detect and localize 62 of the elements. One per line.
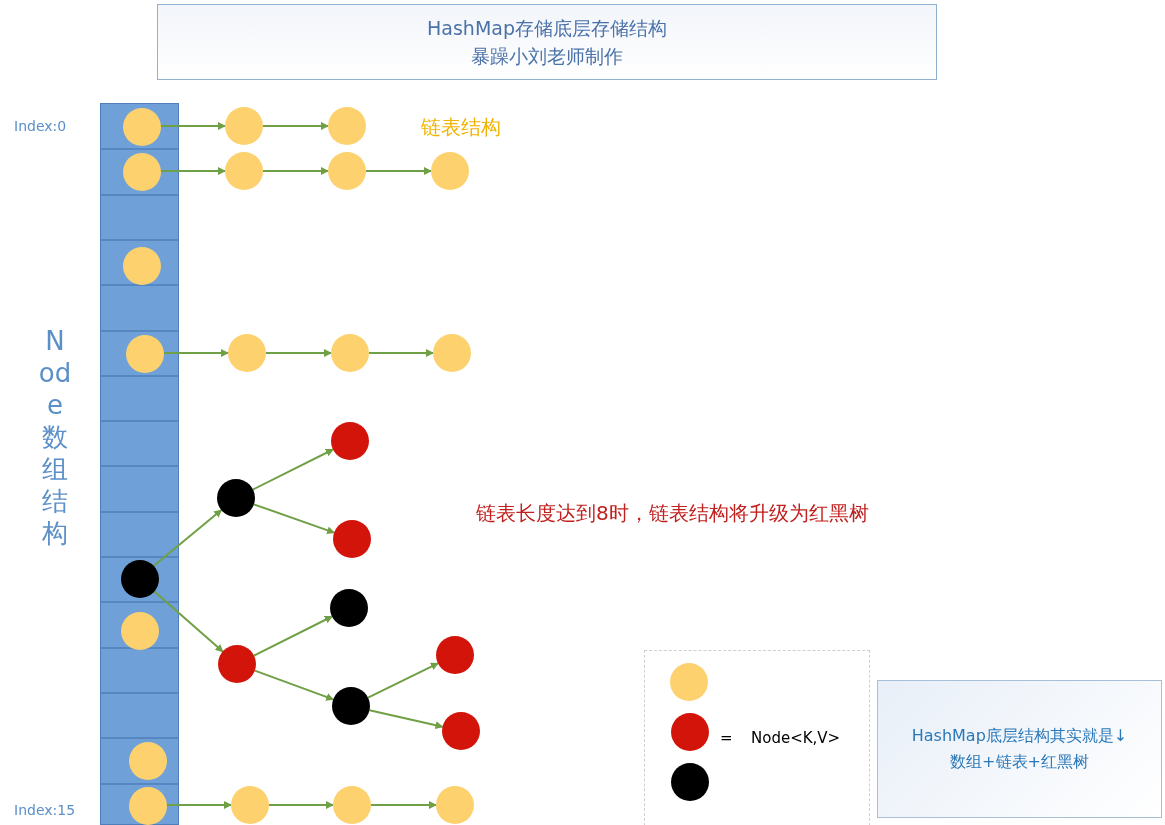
node-circle bbox=[328, 152, 366, 190]
index-label: Index:0 bbox=[14, 118, 67, 134]
section-label: 链表结构 bbox=[421, 114, 501, 141]
arrow bbox=[262, 167, 329, 175]
note-text: 链表长度达到8时，链表结构将升级为红黑树 bbox=[476, 500, 869, 527]
node-circle bbox=[123, 153, 161, 191]
arrow bbox=[152, 509, 223, 567]
node-circle bbox=[442, 712, 480, 750]
node-circle bbox=[433, 334, 471, 372]
arrow bbox=[252, 503, 336, 535]
node-circle bbox=[126, 335, 164, 373]
node-circle bbox=[123, 247, 161, 285]
arrow bbox=[368, 709, 444, 730]
node-circle bbox=[333, 520, 371, 558]
equals-sign: = bbox=[720, 729, 733, 747]
node-circle bbox=[218, 645, 256, 683]
arrow bbox=[253, 669, 335, 701]
node-circle bbox=[671, 763, 709, 801]
node-circle bbox=[431, 152, 469, 190]
arrow bbox=[165, 801, 232, 809]
node-circle bbox=[121, 612, 159, 650]
node-circle bbox=[671, 713, 709, 751]
node-circle bbox=[670, 663, 708, 701]
node-circle bbox=[121, 560, 159, 598]
array-label: Node数组结构 bbox=[38, 325, 72, 549]
arrow bbox=[152, 589, 224, 653]
arrow bbox=[365, 167, 432, 175]
node-circle bbox=[123, 108, 161, 146]
arrow bbox=[159, 122, 226, 130]
note-text: HashMap底层结构其实就是↓数组+链表+红黑树 bbox=[910, 725, 1129, 773]
arrow bbox=[268, 801, 334, 809]
node-circle bbox=[129, 787, 167, 825]
arrow bbox=[252, 448, 334, 491]
index-label: Index:15 bbox=[14, 802, 76, 818]
title-text: HashMap存储底层存储结构 bbox=[427, 16, 667, 41]
arrow bbox=[159, 167, 226, 175]
node-circle bbox=[217, 479, 255, 517]
arrow bbox=[262, 122, 329, 130]
arrow bbox=[253, 615, 333, 657]
arrow bbox=[367, 662, 439, 699]
legend-text: Node<K,V> bbox=[751, 729, 841, 747]
node-circle bbox=[333, 786, 371, 824]
node-circle bbox=[225, 107, 263, 145]
arrow bbox=[370, 801, 437, 809]
arrow bbox=[368, 349, 434, 357]
node-circle bbox=[328, 107, 366, 145]
node-circle bbox=[228, 334, 266, 372]
note-box bbox=[877, 680, 1162, 818]
title-box bbox=[157, 4, 937, 80]
node-circle bbox=[231, 786, 269, 824]
subtitle-text: 暴躁小刘老师制作 bbox=[471, 44, 623, 69]
node-circle bbox=[436, 786, 474, 824]
legend-box bbox=[644, 650, 870, 825]
node-circle bbox=[129, 742, 167, 780]
arrow bbox=[265, 349, 332, 357]
node-circle bbox=[331, 422, 369, 460]
node-circle bbox=[436, 636, 474, 674]
arrow bbox=[162, 349, 229, 357]
node-circle bbox=[225, 152, 263, 190]
node-circle bbox=[331, 334, 369, 372]
node-circle bbox=[330, 589, 368, 627]
node-circle bbox=[332, 687, 370, 725]
